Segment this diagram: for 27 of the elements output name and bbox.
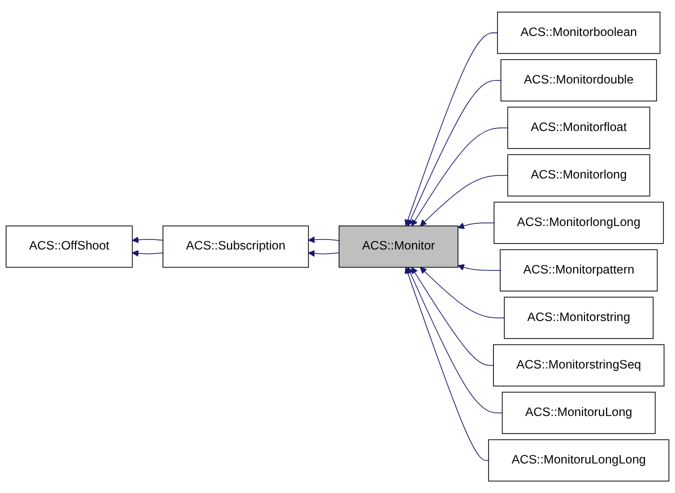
node-box: ACS::MonitorstringSeq [493, 344, 664, 386]
arrow [411, 266, 494, 366]
arrow [420, 174, 508, 226]
arrow [458, 264, 501, 271]
arrow [407, 266, 503, 414]
arrow [411, 127, 508, 226]
node-box: ACS::MonitoruLong [502, 392, 656, 434]
arrow [308, 250, 340, 257]
node-box: ACS::Monitorstring [504, 296, 654, 339]
arrow [308, 236, 340, 243]
node-box: ACS::Monitorpattern [500, 249, 658, 292]
arrow [458, 222, 494, 229]
arrow [132, 250, 164, 257]
node-box: ACS::Monitorlong [507, 154, 650, 196]
node-box: ACS::Monitordouble [500, 59, 657, 102]
node-box: ACS::Monitorfloat [507, 106, 650, 149]
arrow [420, 266, 505, 318]
arrow [404, 32, 498, 226]
node-box: ACS::Monitorboolean [497, 12, 660, 54]
arrow [132, 236, 164, 244]
node-box: ACS::OffShoot [6, 225, 133, 268]
node-box: ACS::MonitorlongLong [494, 202, 664, 244]
node-box: ACS::MonitoruLongLong [488, 439, 670, 482]
node-box: ACS::Subscription [162, 225, 309, 268]
arrow [407, 80, 502, 226]
node-box: ACS::Monitor [338, 225, 458, 268]
arrow [404, 266, 489, 461]
